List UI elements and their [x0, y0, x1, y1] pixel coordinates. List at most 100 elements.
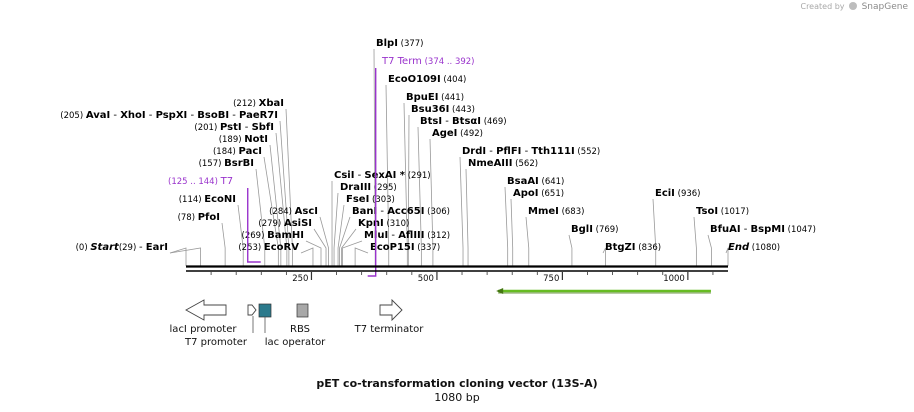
- orf-arrow-head: [496, 288, 504, 294]
- leader-line: [279, 120, 290, 266]
- enzyme-end: End: [728, 242, 750, 253]
- enzyme-bsaai: BsaAI: [507, 176, 539, 187]
- enzyme-blpi: BlpI: [376, 38, 398, 49]
- feature-bracket: [247, 188, 261, 263]
- cut-position: (1080): [749, 243, 780, 253]
- enzyme-row-label: (253) EcoRV: [238, 242, 299, 253]
- cut-position: (836): [636, 243, 662, 253]
- enzyme-separator: -: [741, 224, 751, 235]
- enzyme-row-label: (114) EcoNI: [179, 194, 236, 205]
- leader-line: [263, 156, 279, 266]
- snapgene-watermark: Created by SnapGene: [800, 2, 908, 12]
- cut-position: (284): [269, 207, 295, 217]
- enzyme-csii: CsiI: [334, 170, 354, 181]
- cut-position: (562): [512, 159, 538, 169]
- cut-position: (201): [194, 123, 220, 133]
- cut-position: (469): [481, 117, 507, 127]
- enzyme-separator: -: [146, 110, 156, 121]
- cut-position: (683): [559, 207, 585, 217]
- enzyme-separator: -: [242, 122, 252, 133]
- lac-operator-box: [258, 303, 272, 318]
- enzyme-row-label: BanI - Acc65I (306): [352, 206, 450, 217]
- enzyme-row-label: (157) BsrBI: [199, 158, 254, 169]
- map-title-block: pET co-transformation cloning vector (13…: [0, 377, 914, 404]
- enzyme-row-label: EcoO109I (404): [388, 74, 466, 85]
- enzyme-separator: -: [354, 170, 364, 181]
- cut-position: (303): [369, 195, 395, 205]
- enzyme-row-label: EcoP15I (337): [370, 242, 440, 253]
- leader-line: [725, 247, 729, 266]
- t7-terminator-arrow: [379, 298, 403, 322]
- enzyme-ecorv: EcoRV: [264, 242, 299, 253]
- enzyme-psti: PstI: [220, 122, 242, 133]
- enzyme-row-label: FseI (303): [346, 194, 395, 205]
- tick-label: 250: [292, 274, 308, 284]
- cut-position: (492): [457, 129, 483, 139]
- enzyme-bsobi: BsoBI: [197, 110, 229, 121]
- cut-position: (1047): [785, 225, 816, 235]
- leader-line: [465, 168, 469, 266]
- enzyme-tth111i: Tth111I: [531, 146, 574, 157]
- enzyme-row-label: (78) PfoI: [178, 212, 220, 223]
- enzyme-ecop15i: EcoP15I: [370, 242, 415, 253]
- leader-line: [169, 247, 187, 266]
- cut-position: (641): [539, 177, 565, 187]
- leader-line: [337, 204, 345, 266]
- enzyme-row-label: TsoI (1017): [696, 206, 749, 217]
- enzyme-separator: -: [187, 110, 197, 121]
- enzyme-mmei: MmeI: [528, 206, 559, 217]
- feature-label-t7: (125 .. 144) T7: [168, 176, 233, 187]
- enzyme-separator: -: [388, 230, 398, 241]
- enzyme-pspxi: PspXI: [156, 110, 188, 121]
- tick-label: 500: [418, 274, 434, 284]
- leader-line: [693, 216, 697, 266]
- enzyme-row-label: ApoI (651): [513, 188, 564, 199]
- cut-position: (651): [539, 189, 565, 199]
- feature-range: (125 .. 144): [168, 177, 221, 187]
- enzyme-bpuei: BpuEI: [406, 92, 438, 103]
- enzyme-row-label: KpnI (310): [358, 218, 409, 229]
- cut-position: (279): [258, 219, 284, 229]
- enzyme-afliii: AflIII: [398, 230, 424, 241]
- leader-line: [652, 198, 657, 266]
- enzyme-bts-i: BtsαI: [452, 116, 481, 127]
- cut-position: (189): [219, 135, 245, 145]
- cut-position: (306): [424, 207, 450, 217]
- feature-name: T7 Term: [381, 56, 422, 67]
- enzyme-separator: -: [377, 206, 387, 217]
- enzyme-apoi: ApoI: [513, 188, 539, 199]
- enzyme-btsi: BtsI: [420, 116, 442, 127]
- cut-position: (404): [441, 75, 467, 85]
- leader-line: [429, 138, 434, 266]
- enzyme-row-label: (269) BamHI: [242, 230, 304, 241]
- leader-line: [602, 247, 606, 266]
- cut-position: (337): [415, 243, 441, 253]
- enzyme-paci: PacI: [239, 146, 262, 157]
- cut-position: (253): [238, 243, 264, 253]
- enzyme-separator: -: [486, 146, 496, 157]
- enzyme-row-label: BtsI - BtsαI (469): [420, 116, 507, 127]
- cut-position: (295): [371, 183, 397, 193]
- cut-position: (212): [233, 99, 259, 109]
- laci-promoter-arrow: [185, 299, 227, 321]
- feature-track-label-t7-promoter: T7 promoter: [184, 337, 248, 348]
- cut-position: (78): [178, 213, 198, 223]
- cut-position: (205): [60, 111, 86, 121]
- enzyme-row-label: NmeAIII (562): [468, 158, 538, 169]
- watermark-prefix: Created by: [800, 2, 845, 11]
- enzyme-separator: -: [110, 110, 120, 121]
- enzyme-separator: -: [139, 242, 146, 253]
- leader-line: [525, 216, 530, 266]
- cut-position: (443): [449, 105, 475, 115]
- leader-line: [221, 222, 226, 266]
- enzyme-tsoi: TsoI: [696, 206, 718, 217]
- leader-line: [407, 114, 410, 266]
- enzyme-bspmi: BspMI: [751, 224, 785, 235]
- leader-line: [459, 156, 464, 266]
- enzyme-paer7i: PaeR7I: [239, 110, 278, 121]
- leader-line: [417, 126, 422, 266]
- enzyme-row-label: MluI - AflIII (312): [364, 230, 450, 241]
- leader-line: [385, 84, 390, 266]
